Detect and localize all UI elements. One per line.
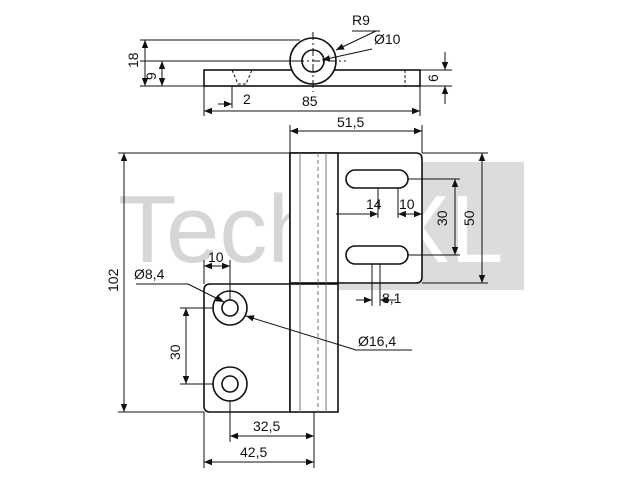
dim-slot-span: 50: [461, 210, 477, 226]
dim-left-leaf-width: 42,5: [240, 444, 267, 460]
dim-hole-pitch: 30: [167, 344, 183, 360]
dim-hole-diameter: Ø8,4: [134, 266, 165, 282]
dim-hole-edge: 10: [208, 249, 224, 265]
dim-total-height: 102: [105, 268, 121, 292]
hole-bottom: [221, 375, 239, 393]
left-leaf: [203, 283, 291, 413]
dim-pin-diameter: Ø10: [374, 31, 401, 47]
dim-slot-width: 8,1: [382, 290, 402, 306]
dim-knuckle-offset: 32,5: [253, 418, 280, 434]
front-view: 51,5 14 10 30 50 8,1 102 Ø8,4: [105, 114, 488, 468]
dim-slot-gap: 10: [399, 196, 415, 212]
dim-slot-height: 30: [434, 210, 450, 226]
dim-plate-thickness: 6: [425, 74, 441, 82]
top-view: 18 9 6 R9 Ø10 2 85: [125, 12, 452, 116]
upper-knuckle: [289, 152, 339, 284]
dim-countersink-diameter: Ø16,4: [358, 333, 396, 349]
dim-offset: 2: [243, 91, 251, 107]
dim-length: 85: [302, 93, 318, 109]
dim-slot-pitch: 14: [366, 196, 382, 212]
dim-right-leaf-width: 51,5: [337, 114, 364, 130]
dim-height-total: 18: [125, 52, 141, 68]
dim-height-axis: 9: [143, 72, 159, 80]
dim-radius: R9: [352, 12, 370, 28]
lower-knuckle: [289, 283, 339, 413]
